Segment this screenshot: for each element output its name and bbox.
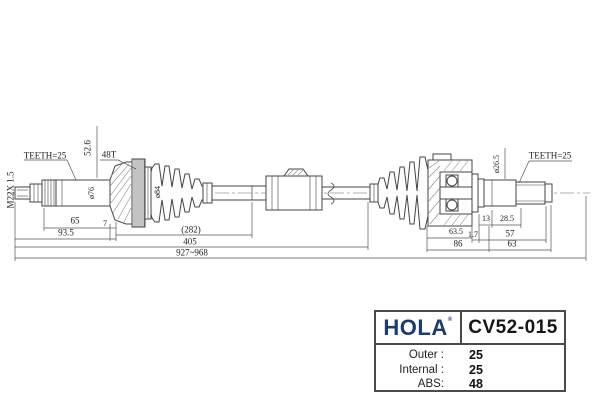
leader-lines bbox=[24, 126, 572, 184]
part-number: CV52-015 bbox=[468, 316, 558, 338]
inner-joint-housing bbox=[427, 153, 473, 227]
card-header-row: HOLA® CV52-015 bbox=[376, 312, 564, 345]
damper-weight bbox=[265, 168, 323, 211]
right-stub-shaft bbox=[471, 173, 553, 213]
spec-table: Outer : 25 Internal : 25 ABS: 48 bbox=[376, 345, 564, 392]
inner-boot bbox=[377, 156, 429, 230]
dimension-lines bbox=[14, 196, 587, 261]
dim-86-label: 86 bbox=[453, 238, 463, 249]
spec-label: Internal : bbox=[399, 363, 444, 376]
dim-57-label: 57 bbox=[505, 228, 515, 239]
spec-value: 25 bbox=[469, 348, 483, 363]
abs-tone-ring bbox=[133, 159, 145, 227]
spec-label: ABS: bbox=[417, 378, 444, 391]
part-number-cell: CV52-015 bbox=[462, 312, 564, 343]
teeth-right-label: TEETH=25 bbox=[528, 150, 572, 161]
part-info-card: HOLA® CV52-015 Outer : 25 Internal : 25 … bbox=[374, 310, 566, 392]
abs-teeth-label: 48T bbox=[101, 149, 117, 160]
dim-1-7-label: 1.7 bbox=[468, 230, 478, 239]
dia-26-5-label: ø26.5 bbox=[492, 155, 501, 173]
spec-row-internal: Internal : 25 bbox=[376, 363, 564, 378]
dim-63-label: 63 bbox=[507, 238, 517, 249]
dim-282-label: (282) bbox=[181, 224, 201, 235]
trademark-mark: ® bbox=[447, 316, 453, 323]
interconnecting-shaft bbox=[202, 168, 379, 211]
dia-76-label: ø76 bbox=[87, 187, 96, 199]
spec-label: Outer : bbox=[408, 349, 444, 362]
teeth-left-label: TEETH=25 bbox=[23, 150, 67, 161]
spec-value: 25 bbox=[469, 362, 483, 377]
spec-row-abs: ABS: 48 bbox=[376, 377, 564, 392]
dim-405-label: 405 bbox=[183, 236, 197, 247]
break-symbol bbox=[327, 182, 335, 205]
outer-joint-housing bbox=[109, 158, 152, 228]
left-stub-shaft bbox=[14, 179, 111, 207]
dia-84-label: ø84 bbox=[153, 186, 162, 198]
dim-overall-label: 927~968 bbox=[176, 247, 208, 258]
spec-row-outer: Outer : 25 bbox=[376, 348, 564, 363]
dim-63-5-label: 63.5 bbox=[449, 227, 463, 236]
brand-logo: HOLA® bbox=[383, 314, 453, 340]
dim-7-label: 7 bbox=[103, 219, 107, 228]
dim-93-5-label: 93.5 bbox=[58, 227, 74, 238]
dim-52-6-label: 52.6 bbox=[82, 140, 93, 156]
thread-size-label: M22X 1.5 bbox=[5, 171, 16, 209]
dim-65-label: 65 bbox=[70, 215, 80, 226]
dim-13-label: 13 bbox=[482, 214, 490, 223]
dim-28-5-label: 28.5 bbox=[500, 214, 514, 223]
spec-value: 48 bbox=[469, 377, 483, 392]
brand-cell: HOLA® bbox=[376, 312, 462, 343]
